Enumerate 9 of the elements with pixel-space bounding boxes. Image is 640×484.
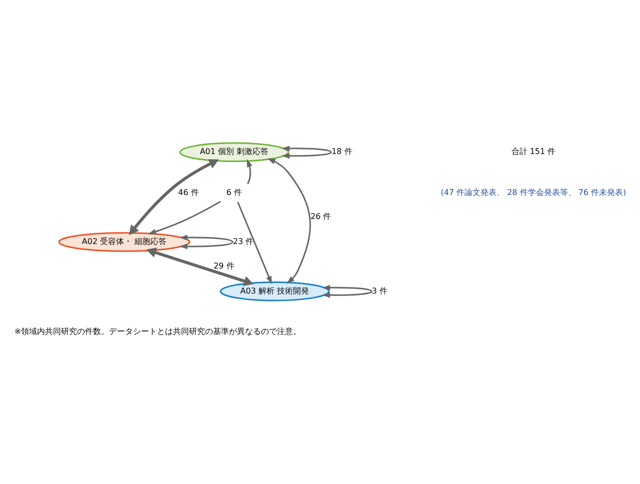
arrow	[179, 234, 234, 250]
arrow	[246, 158, 252, 184]
arrow	[148, 200, 221, 234]
arrow	[237, 202, 272, 284]
arrow	[146, 248, 254, 286]
arrow	[322, 284, 372, 298]
arrow	[128, 159, 219, 236]
arrow	[267, 158, 311, 284]
arrow	[282, 146, 332, 159]
